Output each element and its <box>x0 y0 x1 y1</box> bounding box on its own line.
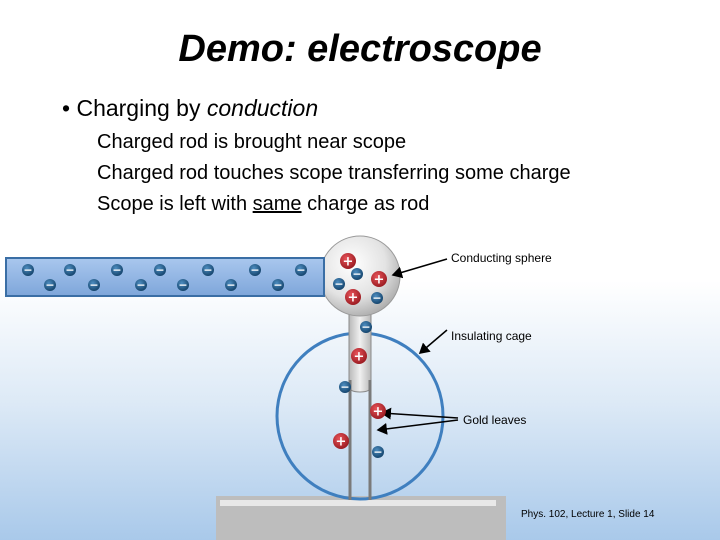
negative-charge: − <box>88 279 100 292</box>
bullet-text: Charging by <box>76 95 201 121</box>
positive-charge-ball <box>345 289 361 305</box>
negative-charge: − <box>154 264 166 277</box>
slide-title: Demo: electroscope <box>178 28 542 70</box>
negative-charge-ball <box>272 279 284 291</box>
negative-charge: − <box>371 292 383 305</box>
positive-charge-ball <box>340 253 356 269</box>
positive-charge: + <box>371 271 387 288</box>
negative-charge-ball <box>249 264 261 276</box>
negative-charge-ball <box>372 446 384 458</box>
minus-sign: − <box>112 264 121 277</box>
leaf-arrow-upper <box>380 407 459 420</box>
negative-charge-ball <box>64 264 76 276</box>
label-insulating-cage: Insulating cage <box>451 329 532 343</box>
negative-charge: − <box>64 264 76 277</box>
plus-sign: + <box>336 435 347 450</box>
negative-charge-ball <box>177 279 189 291</box>
minus-sign: − <box>334 278 343 291</box>
negative-charge: − <box>372 446 384 459</box>
minus-sign: − <box>372 292 381 305</box>
minus-sign: − <box>352 268 361 281</box>
negative-charge: − <box>44 279 56 292</box>
negative-charge-ball <box>135 279 147 291</box>
negative-charge-ball <box>351 268 363 280</box>
negative-charge: − <box>351 268 363 281</box>
minus-sign: − <box>373 446 382 459</box>
positive-charge: + <box>340 253 356 270</box>
minus-sign: − <box>296 264 305 277</box>
positive-charge-ball <box>371 271 387 287</box>
negative-charge: − <box>333 278 345 291</box>
minus-sign: − <box>340 381 349 394</box>
negative-charge: − <box>249 264 261 277</box>
minus-sign: − <box>273 279 282 292</box>
bullet-emphasis: conduction <box>206 95 319 121</box>
plus-sign: + <box>374 273 385 288</box>
label-conducting-sphere: Conducting sphere <box>451 251 552 265</box>
negative-charge-ball <box>360 321 372 333</box>
negative-charge: − <box>272 279 284 292</box>
negative-charge-ball <box>371 292 383 304</box>
positive-charge: + <box>370 403 386 420</box>
positive-charge-ball <box>333 433 349 449</box>
negative-charge: − <box>225 279 237 292</box>
slide-footer: Phys. 102, Lecture 1, Slide 14 <box>521 509 655 520</box>
positive-charge: + <box>333 433 349 450</box>
positive-charge: + <box>351 348 367 365</box>
minus-sign: − <box>65 264 74 277</box>
minus-sign: − <box>23 264 32 277</box>
base-top-edge <box>220 500 496 506</box>
negative-charge-ball <box>225 279 237 291</box>
bullet-charging-by-conduction: • Charging by conduction <box>62 95 318 122</box>
bullet-marker: • <box>62 95 71 121</box>
plus-sign: + <box>354 350 365 365</box>
sub-bullet-3-after: charge as rod <box>307 193 430 215</box>
negative-charge: − <box>339 381 351 394</box>
negative-charge-ball <box>44 279 56 291</box>
charged-rod <box>5 257 325 297</box>
sub-bullet-3-before: Scope is left with <box>97 193 248 215</box>
negative-charge-ball <box>88 279 100 291</box>
negative-charge: − <box>202 264 214 277</box>
label-gold-leaves: Gold leaves <box>463 413 527 427</box>
sphere-arrow <box>391 258 448 279</box>
leaf-arrow-lower <box>376 419 459 435</box>
negative-charge: − <box>177 279 189 292</box>
sub-bullet-3: Scope is left with same charge as rod <box>97 193 429 216</box>
negative-charge-ball <box>154 264 166 276</box>
minus-sign: − <box>203 264 212 277</box>
plus-sign: + <box>373 405 384 420</box>
negative-charge-ball <box>333 278 345 290</box>
minus-sign: − <box>89 279 98 292</box>
sub-bullet-1: Charged rod is brought near scope <box>97 131 407 153</box>
minus-sign: − <box>250 264 259 277</box>
negative-charge: − <box>360 321 372 334</box>
positive-charge-ball <box>370 403 386 419</box>
negative-charge: − <box>295 264 307 277</box>
minus-sign: − <box>178 279 187 292</box>
cage-arrow <box>418 329 448 354</box>
plus-sign: + <box>348 291 359 306</box>
sub-bullet-3-underlined: same <box>252 193 302 215</box>
minus-sign: − <box>155 264 164 277</box>
sub-bullet-2: Charged rod touches scope transferring s… <box>97 162 571 184</box>
plus-sign: + <box>343 255 354 270</box>
minus-sign: − <box>361 321 370 334</box>
negative-charge: − <box>135 279 147 292</box>
positive-charge-ball <box>351 348 367 364</box>
positive-charge: + <box>345 289 361 306</box>
negative-charge-ball <box>22 264 34 276</box>
negative-charge-ball <box>111 264 123 276</box>
negative-charge-ball <box>339 381 351 393</box>
minus-sign: − <box>136 279 145 292</box>
negative-charge: − <box>22 264 34 277</box>
minus-sign: − <box>226 279 235 292</box>
minus-sign: − <box>45 279 54 292</box>
negative-charge-ball <box>202 264 214 276</box>
negative-charge: − <box>111 264 123 277</box>
negative-charge-ball <box>295 264 307 276</box>
